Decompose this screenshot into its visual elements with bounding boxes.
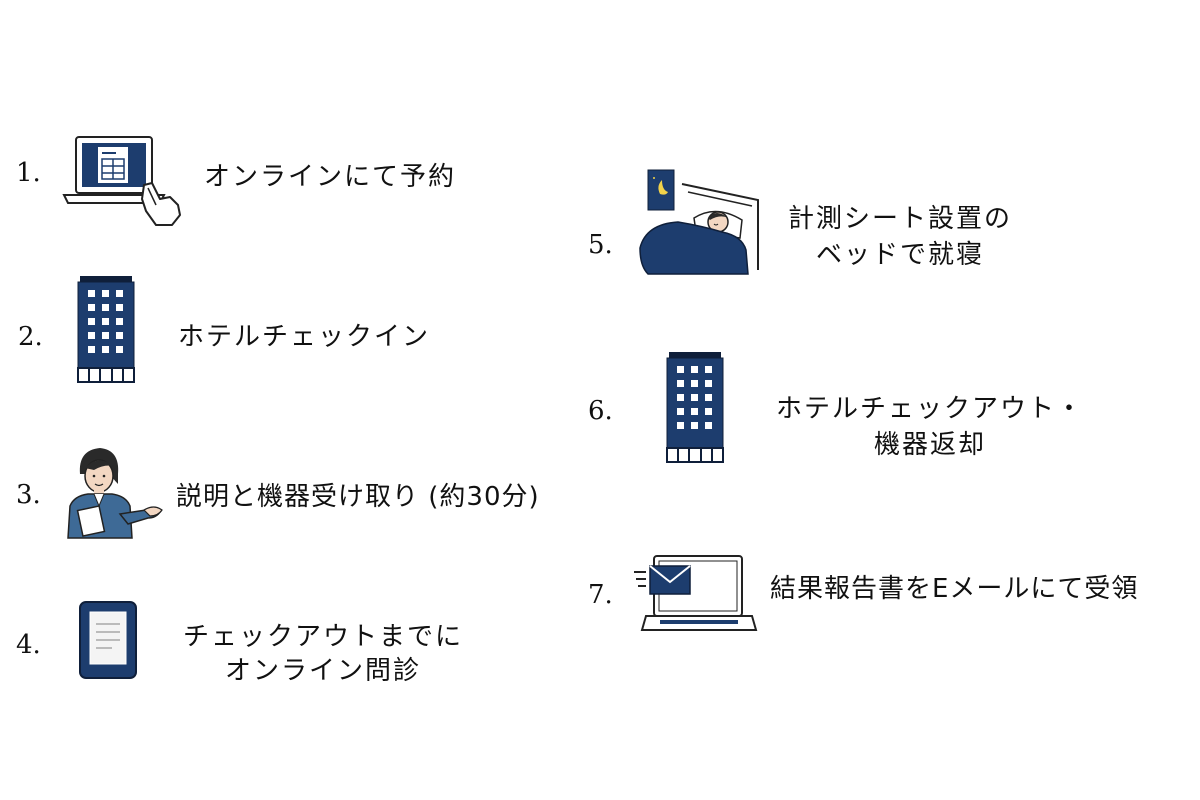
step-3-label: 説明と機器受け取り (約30分) [176,482,540,512]
step-2-number: 2. [18,322,43,352]
step-4-label-line-2: オンライン問診 [224,656,421,686]
laptop-booking-icon [60,133,190,228]
step-7-label: 結果報告書をEメールにて受領 [770,574,1139,604]
step-6-number: 6. [588,396,613,426]
hotel-building-icon [665,352,725,464]
step-7-number: 7. [588,580,613,610]
step-4-number: 4. [16,630,41,660]
step-3-number: 3. [16,480,41,510]
step-5-label-line-1: 計測シート設置の [787,204,1012,234]
step-4-label-line-1: チェックアウトまでに [182,622,463,652]
step-1-label: オンラインにて予約 [204,162,457,192]
laptop-email-icon [632,552,762,638]
step-5-label-line-2: ベッドで就寝 [815,240,984,270]
hotel-building-icon [76,276,136,384]
step-6-label-line-1: ホテルチェックアウト・ [775,394,1084,424]
person-sleeping-bed-icon [638,166,768,276]
step-1-number: 1. [16,158,41,188]
step-6-label-line-2: 機器返却 [873,430,986,460]
step-5-number: 5. [588,230,613,260]
staff-explaining-icon [58,444,164,540]
step-2-label: ホテルチェックイン [178,322,431,352]
tablet-questionnaire-icon [78,600,140,680]
